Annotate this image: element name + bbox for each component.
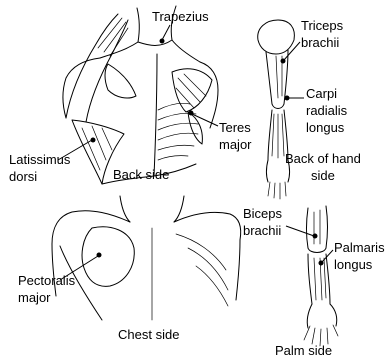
caption-back-of-hand-line1: Back of hand bbox=[285, 151, 361, 166]
caption-chest-side: Chest side bbox=[118, 327, 179, 342]
leader-trapezius bbox=[162, 25, 170, 40]
caption-back-side: Back side bbox=[113, 167, 169, 182]
label-latissimus-line1: Latissimus bbox=[9, 152, 71, 167]
label-palmaris-line2: longus bbox=[334, 257, 373, 272]
dot-latissimus bbox=[91, 138, 96, 143]
label-teres-line2: major bbox=[219, 137, 252, 152]
dot-palmaris bbox=[319, 261, 324, 266]
label-triceps-line1: Triceps bbox=[301, 18, 344, 33]
label-teres-line1: Teres bbox=[219, 120, 251, 135]
back-view-illustration bbox=[63, 6, 218, 184]
label-triceps-line2: brachii bbox=[301, 35, 339, 50]
caption-palm-side: Palm side bbox=[275, 343, 332, 358]
caption-back-of-hand-line2: side bbox=[311, 168, 335, 183]
leader-biceps bbox=[286, 226, 314, 236]
label-carpi-line3: longus bbox=[306, 120, 345, 135]
label-biceps-line2: brachii bbox=[243, 223, 281, 238]
label-carpi-line1: Carpi bbox=[306, 86, 337, 101]
label-latissimus-line2: dorsi bbox=[9, 169, 37, 184]
leader-palmaris bbox=[322, 250, 333, 262]
back-arm-illustration bbox=[258, 20, 295, 199]
chest-view-illustration bbox=[52, 196, 241, 320]
label-carpi-line2: radialis bbox=[306, 103, 348, 118]
dot-carpi bbox=[285, 96, 290, 101]
dot-pectoralis bbox=[97, 253, 102, 258]
label-biceps-line1: Biceps bbox=[243, 206, 283, 221]
label-trapezius: Trapezius bbox=[152, 9, 209, 24]
dot-biceps bbox=[313, 234, 318, 239]
palm-arm-illustration bbox=[304, 206, 338, 346]
dot-trapezius bbox=[160, 39, 165, 44]
dot-triceps bbox=[281, 59, 286, 64]
dot-teres bbox=[189, 111, 194, 116]
label-palmaris-line1: Palmaris bbox=[334, 240, 385, 255]
label-pectoralis-line2: major bbox=[18, 290, 51, 305]
leader-latissimus bbox=[58, 140, 92, 160]
